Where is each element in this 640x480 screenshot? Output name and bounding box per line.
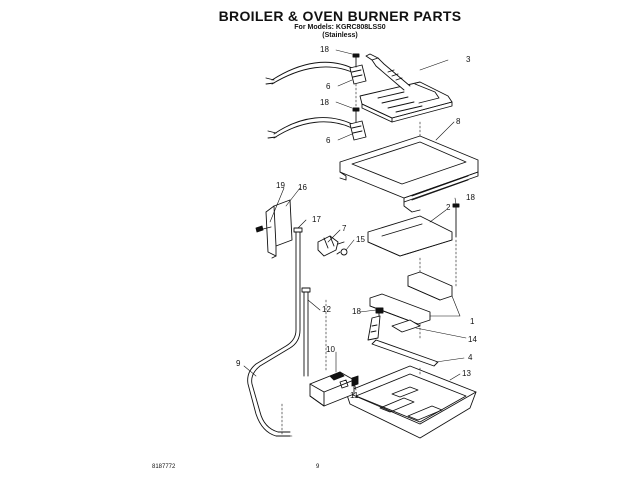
callout-8: 8	[456, 117, 461, 126]
page-title: BROILER & OVEN BURNER PARTS	[218, 8, 462, 24]
callout-18-third: 18	[466, 193, 475, 202]
callout-13: 13	[462, 369, 471, 378]
callout-18-top: 18	[320, 45, 329, 54]
model-line: For Models: KGRC808LSS0	[294, 24, 386, 31]
igniter-wire-bottom	[267, 117, 357, 139]
callout-7: 7	[342, 224, 347, 233]
safety-valve	[309, 371, 355, 407]
callout-1: 1	[470, 317, 475, 326]
callout-2: 2	[446, 203, 451, 212]
callout-14: 14	[468, 335, 477, 344]
hood-11	[351, 375, 359, 387]
igniter-wire-top	[265, 61, 357, 85]
callout-6-top: 6	[326, 82, 331, 91]
callout-16: 16	[298, 183, 307, 192]
callout-19: 19	[276, 181, 285, 190]
callout-18-second: 18	[320, 98, 329, 107]
callout-17: 17	[312, 215, 321, 224]
screw-18-top	[352, 53, 360, 68]
page-number: 9	[316, 464, 320, 470]
callout-12: 12	[322, 305, 331, 314]
clip	[336, 248, 348, 256]
burner-support-upper	[407, 271, 453, 301]
leader-lines	[243, 49, 467, 391]
screw-19	[255, 225, 272, 233]
page-header: BROILER & OVEN BURNER PARTS For Models: …	[0, 8, 640, 40]
callout-4: 4	[468, 353, 473, 362]
callout-11: 11	[350, 391, 359, 400]
side-bracket	[265, 199, 293, 259]
broiler-pan	[345, 365, 477, 439]
callout-3: 3	[466, 55, 471, 64]
broil-burner	[359, 53, 453, 123]
gas-tube-vertical	[247, 227, 303, 437]
part-code: 8187772	[152, 464, 176, 470]
callout-18-fourth: 18	[352, 307, 361, 316]
callout-10: 10	[326, 345, 335, 354]
igniter-bracket-top	[349, 64, 367, 85]
gas-valve	[317, 235, 345, 257]
igniter-bracket-bottom	[349, 120, 367, 141]
screw-18-second	[352, 107, 360, 123]
flame-spreader	[367, 215, 453, 257]
screw-18-third	[452, 203, 460, 238]
callout-6-bottom: 6	[326, 136, 331, 145]
gas-tube-12	[301, 287, 311, 377]
leader-guides	[281, 83, 457, 437]
burner-cover	[339, 135, 479, 213]
finish-line: (Stainless)	[322, 32, 358, 39]
callout-15: 15	[356, 235, 365, 244]
callout-9: 9	[236, 359, 241, 368]
